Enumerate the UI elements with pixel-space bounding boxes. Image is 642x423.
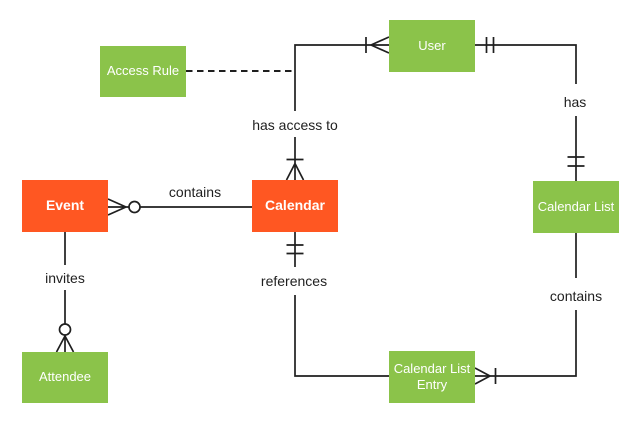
entity-access-rule[interactable]: Access Rule — [100, 46, 186, 97]
relationship-label-has: has — [561, 94, 589, 110]
entity-calendar-label: Calendar — [265, 197, 325, 214]
relationship-label-invites: invites — [43, 270, 87, 286]
connector-event-calendar — [107, 198, 252, 216]
entity-attendee[interactable]: Attendee — [22, 352, 108, 403]
connector-user-calendarlist — [475, 37, 585, 181]
entity-calendar-list-entry-label: Calendar List Entry — [393, 360, 471, 392]
connector-calendar-entry — [286, 232, 389, 377]
relationship-label-has-access-to: has access to — [250, 117, 340, 133]
relationship-label-contains-list-entry: contains — [547, 288, 605, 304]
entity-calendar[interactable]: Calendar — [252, 180, 338, 232]
connector-calendarlist-entry — [474, 233, 577, 385]
entity-user[interactable]: User — [389, 20, 475, 72]
entity-access-rule-label: Access Rule — [106, 63, 180, 79]
entity-calendar-list[interactable]: Calendar List — [533, 181, 619, 233]
entity-calendar-list-label: Calendar List — [537, 198, 615, 214]
entity-event[interactable]: Event — [22, 180, 108, 232]
entity-calendar-list-entry[interactable]: Calendar List Entry — [389, 351, 475, 403]
entity-event-label: Event — [45, 197, 85, 214]
connector-calendar-user — [285, 36, 390, 181]
connector-event-attendee — [55, 232, 75, 353]
relationship-label-contains-event-calendar: contains — [166, 184, 224, 200]
entity-user-label: User — [418, 37, 446, 53]
relationship-label-references: references — [258, 273, 330, 289]
entity-attendee-label: Attendee — [38, 369, 92, 385]
